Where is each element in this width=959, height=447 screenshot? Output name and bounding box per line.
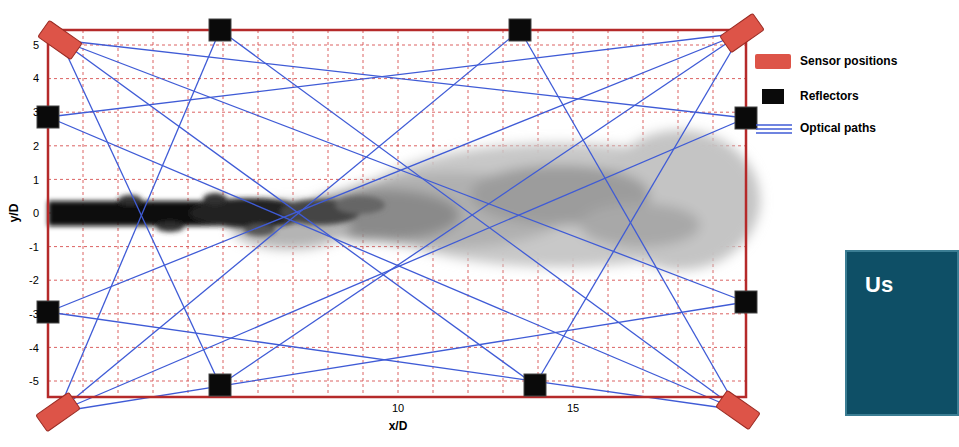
grid-line bbox=[48, 313, 746, 314]
y-tick: 2 bbox=[33, 141, 39, 152]
legend-text: Sensor positions bbox=[800, 55, 897, 67]
optical-path bbox=[48, 33, 742, 312]
y-tick: -5 bbox=[29, 376, 39, 387]
y-tick: -1 bbox=[29, 242, 39, 253]
sensors bbox=[36, 13, 764, 431]
banner-box: Us bbox=[845, 250, 959, 416]
axis-title: x/D bbox=[389, 420, 408, 432]
y-tick: 3 bbox=[33, 107, 39, 118]
legend-text: Optical paths bbox=[800, 122, 876, 134]
y-tick: 0 bbox=[33, 208, 39, 219]
y-tick: 4 bbox=[33, 73, 39, 84]
x-tick: 10 bbox=[392, 403, 404, 414]
legend-line-sample bbox=[756, 125, 792, 133]
optical-path bbox=[220, 33, 742, 385]
y-tick: -2 bbox=[29, 275, 39, 286]
y-tick: -3 bbox=[29, 309, 39, 320]
legend-text: Reflectors bbox=[800, 90, 859, 102]
reflectors bbox=[37, 19, 757, 396]
grid-lines bbox=[48, 30, 746, 397]
plume-core bbox=[48, 193, 385, 236]
plot-area bbox=[48, 30, 746, 397]
axis-title: y/D bbox=[8, 204, 20, 223]
banner-text: Us bbox=[865, 274, 957, 296]
grid-line bbox=[48, 112, 746, 113]
y-tick: -4 bbox=[29, 343, 39, 354]
optical-path bbox=[220, 30, 738, 410]
y-tick: 5 bbox=[33, 40, 39, 51]
legend-swatch bbox=[762, 89, 784, 104]
grid-line bbox=[48, 280, 746, 281]
optical-path bbox=[48, 117, 738, 410]
plot-border bbox=[48, 30, 746, 397]
x-tick: 15 bbox=[567, 403, 579, 414]
grid-line bbox=[48, 347, 746, 348]
optical-path bbox=[48, 312, 738, 410]
grid-line bbox=[48, 381, 746, 382]
y-tick: 1 bbox=[33, 175, 39, 186]
optical-path bbox=[58, 302, 746, 412]
optical-paths bbox=[48, 30, 746, 412]
legend-swatch bbox=[755, 54, 791, 69]
optical-path bbox=[520, 30, 738, 410]
optical-path bbox=[58, 118, 746, 412]
optical-path bbox=[58, 30, 520, 412]
optical-path bbox=[535, 33, 742, 385]
optical-path bbox=[58, 30, 220, 412]
